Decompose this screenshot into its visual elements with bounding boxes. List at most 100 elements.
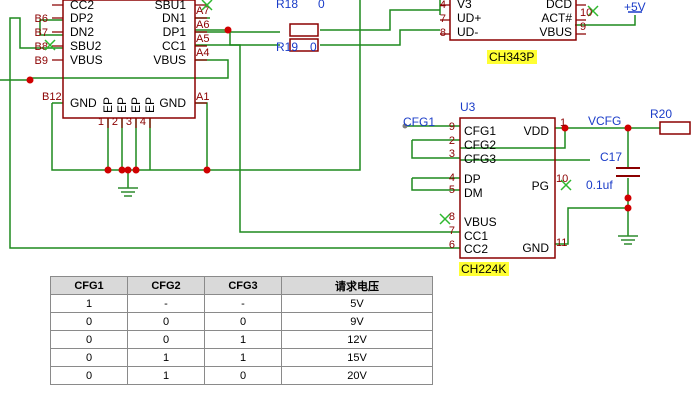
ch343-left-pin-num-1: 7 bbox=[440, 13, 446, 25]
ep-pin-num-1: 2 bbox=[112, 116, 118, 128]
wire-dp-dm bbox=[411, 177, 460, 191]
table-header: CFG2 bbox=[127, 276, 205, 295]
table-cell: 1 bbox=[127, 366, 205, 385]
wire-r18-udplus bbox=[320, 9, 440, 31]
ep-pin-num-0: 1 bbox=[98, 116, 104, 128]
conn-right-pin-name-3: CC1 bbox=[162, 39, 186, 53]
junction-cfg1 bbox=[402, 123, 408, 129]
junction-dn1 bbox=[224, 26, 232, 34]
u3-left-pin-name-6: CC1 bbox=[464, 229, 488, 243]
conn-right-pin-name-2: DP1 bbox=[163, 25, 187, 39]
u3-body bbox=[459, 117, 556, 259]
junction-c17-a bbox=[624, 194, 632, 202]
u3-left-pin-name-1: CFG2 bbox=[464, 138, 496, 152]
r19-ref: R19 bbox=[276, 40, 298, 54]
u3-left-pin-name-4: DM bbox=[464, 186, 483, 200]
connector-body bbox=[62, 0, 196, 119]
u3-left-pin-name-7: CC2 bbox=[464, 242, 488, 256]
ep-pin-name-0: EP bbox=[101, 97, 115, 113]
conn-left-pin-name-1: DP2 bbox=[70, 11, 94, 25]
wire-gnd-top bbox=[207, 0, 361, 171]
c17-ref: C17 bbox=[600, 150, 622, 164]
conn-left-pin-name-4: VBUS bbox=[70, 53, 103, 67]
conn-right-pin-num-2: A5 bbox=[196, 33, 209, 45]
conn-right-pin-num-1: A6 bbox=[196, 19, 209, 31]
conn-right-pin-num-3: A4 bbox=[196, 47, 209, 59]
u3-left-pin-num-3: 4 bbox=[449, 172, 455, 184]
ch343-right-pin-num-2: 9 bbox=[580, 21, 586, 33]
conn-left-pin-num-1: B6 bbox=[35, 13, 48, 25]
table-header: CFG1 bbox=[50, 276, 128, 295]
conn-left-pin-name-3: SBU2 bbox=[70, 39, 102, 53]
ep-pin-name-3: EP bbox=[143, 97, 157, 113]
u3-left-pin-name-2: CFG3 bbox=[464, 152, 496, 166]
table-header: CFG3 bbox=[204, 276, 282, 295]
ch343-left-pin-num-2: 8 bbox=[440, 27, 446, 39]
r19-value: 0 bbox=[310, 40, 317, 54]
conn-left-pin-num-5: B12 bbox=[42, 91, 62, 103]
table-row: 0 1 0 20V bbox=[50, 366, 433, 385]
r20-body bbox=[659, 121, 691, 135]
table-cell: 5V bbox=[281, 294, 433, 313]
wire-cc2 bbox=[9, 17, 460, 249]
table-row: 0 0 0 9V bbox=[50, 312, 433, 331]
table-cell: - bbox=[204, 294, 282, 313]
u3-left-pin-num-7: 6 bbox=[449, 239, 455, 251]
wire-dp2-dn2 bbox=[39, 19, 63, 36]
conn-right-pin-name-1: DN1 bbox=[162, 11, 186, 25]
ep-pin-name-1: EP bbox=[115, 97, 129, 113]
conn-left-pin-num-3: B8 bbox=[35, 41, 48, 53]
nc-act-icon bbox=[587, 5, 599, 17]
u3-left-pin-num-0: 9 bbox=[449, 121, 455, 133]
table-cell: - bbox=[127, 294, 205, 313]
c17-plates bbox=[616, 167, 640, 177]
u3-ref: U3 bbox=[460, 100, 476, 114]
u3-left-pin-num-2: 3 bbox=[449, 148, 455, 160]
junction-gnd4 bbox=[132, 166, 140, 174]
connector-pin-lines bbox=[52, 4, 207, 128]
net-cfg1-label: CFG1 bbox=[403, 115, 435, 129]
conn-right-pin-name-0: SBU1 bbox=[155, 0, 187, 12]
table-cell: 1 bbox=[127, 348, 205, 367]
cfg-voltage-table: CFG1 CFG2 CFG3 请求电压 1 - - 5V 0 0 0 9V 0 … bbox=[50, 276, 433, 385]
table-cell: 0 bbox=[204, 312, 282, 331]
table-cell: 0 bbox=[127, 312, 205, 331]
junction-vdd bbox=[561, 124, 569, 132]
table-cell: 20V bbox=[281, 366, 433, 385]
junction-gnd1 bbox=[104, 166, 112, 174]
ch343-part-highlight bbox=[487, 50, 537, 64]
junction-vcfg bbox=[624, 124, 632, 132]
conn-right-pin-num-0: A7 bbox=[196, 5, 209, 17]
wire-r19-udminus bbox=[320, 29, 440, 46]
table-cell: 1 bbox=[204, 348, 282, 367]
u3-part: CH224K bbox=[461, 262, 506, 276]
ch343-left-pin-name-0: V3 bbox=[457, 0, 472, 11]
wire-vbus-b9 bbox=[0, 59, 229, 81]
u3-left-pin-name-5: VBUS bbox=[464, 215, 497, 229]
ch343-part: CH343P bbox=[489, 50, 534, 64]
u3-left-pin-name-3: DP bbox=[464, 172, 481, 186]
wire-ep bbox=[107, 118, 151, 170]
ch343-left-pin-num-0: 4 bbox=[440, 0, 446, 11]
junction-gnd2 bbox=[118, 166, 126, 174]
table-row: 0 0 1 12V bbox=[50, 330, 433, 349]
conn-right-pin-name-5: GND bbox=[159, 96, 186, 110]
nc-vbus-icon bbox=[439, 213, 451, 225]
wire-vbus-5v bbox=[575, 15, 636, 26]
conn-left-pin-name-0: CC2 bbox=[70, 0, 94, 12]
ch343-right-pin-name-1: ACT# bbox=[541, 11, 572, 25]
wire-dp1 bbox=[195, 29, 280, 46]
wire-cc1 bbox=[195, 44, 460, 233]
table-cell: 1 bbox=[204, 330, 282, 349]
conn-left-pin-num-4: B9 bbox=[35, 55, 48, 67]
u3-left-pin-num-4: 5 bbox=[449, 184, 455, 196]
ep-pin-num-3: 4 bbox=[140, 116, 146, 128]
c17-value: 0.1uf bbox=[586, 178, 613, 192]
gnd-icon-u3 bbox=[618, 235, 638, 245]
nc-sbu2-icon bbox=[44, 39, 56, 51]
ground-symbols bbox=[118, 187, 638, 245]
u3-right-pin-name-2: GND bbox=[522, 241, 549, 255]
u3-right-pin-num-0: 1 bbox=[560, 117, 566, 129]
u3-right-pin-num-2: 11 bbox=[556, 237, 567, 249]
junction-gnd5 bbox=[203, 166, 211, 174]
